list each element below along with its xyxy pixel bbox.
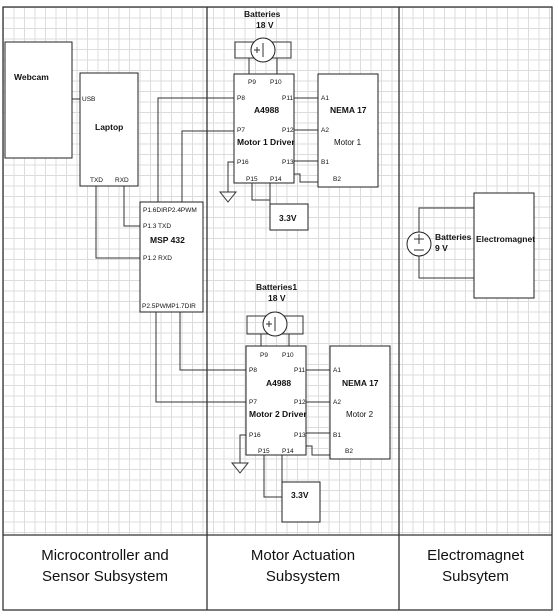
driver1-p8: P8 [237, 95, 245, 102]
regulator1-label: 3.3V [279, 213, 297, 223]
section-title-line1: Microcontroller and [41, 547, 169, 564]
driver1-box [233, 73, 295, 184]
battery-18v-icon [234, 37, 292, 63]
battery1-label: Batteries [244, 9, 281, 19]
driver2-p12: P12 [294, 399, 306, 406]
laptop-rxd-pin: RXD [115, 177, 129, 184]
section-microcontroller: Microcontroller and Sensor Subsystem [4, 545, 206, 587]
motor2-name: Motor 2 [346, 410, 374, 419]
driver2-p11: P11 [294, 367, 305, 374]
msp-txd-pin: P1.3 TXD [143, 223, 171, 230]
outer-frame [2, 6, 553, 611]
battery3-label: Batteries [435, 232, 472, 242]
section-title-line2: Subsystem [265, 568, 341, 585]
battery-9v-icon [406, 231, 432, 257]
wires [72, 58, 474, 498]
laptop-box [79, 72, 139, 187]
section-title-line1: Motor Actuation [250, 547, 356, 564]
driver1-p14: P14 [270, 176, 282, 183]
driver2-part: A4988 [266, 378, 291, 388]
electromagnet-label: Electromagnet [476, 234, 535, 244]
motor1-a1: A1 [321, 95, 329, 102]
msp-rxd-pin: P1.2 RXD [143, 255, 172, 262]
motor1-box [317, 73, 379, 188]
msp-top-pins: P1.6DIRP2.4PWM [143, 207, 197, 214]
driver2-p8: P8 [249, 367, 257, 374]
driver2-p14: P14 [282, 448, 294, 455]
section-title-line1: Electromagnet [427, 547, 524, 564]
driver2-p13: P13 [294, 432, 306, 439]
motor1-a2: A2 [321, 127, 329, 134]
motor1-b2: B2 [333, 176, 341, 183]
section-electromagnet: Electromagnet Subsytem [400, 545, 551, 587]
driver2-p15: P15 [258, 448, 270, 455]
electromagnet-box [473, 192, 535, 299]
driver1-name: Motor 1 Driver [237, 137, 295, 147]
motor2-model: NEMA 17 [342, 378, 379, 388]
battery-18v-icon [246, 311, 304, 337]
section-motor-actuation: Motor Actuation Subsystem [208, 545, 398, 587]
regulator1-box [269, 203, 309, 231]
regulator2-box [281, 481, 321, 523]
motor1-name: Motor 1 [334, 138, 362, 147]
driver1-p16: P16 [237, 159, 249, 166]
msp432-box [139, 201, 204, 313]
driver1-p11: P11 [282, 95, 293, 102]
battery2-voltage: 18 V [268, 293, 286, 303]
webcam-label: Webcam [14, 72, 49, 82]
driver1-p10: P10 [270, 79, 282, 86]
driver1-p7: P7 [237, 127, 245, 134]
driver1-p12: P12 [282, 127, 294, 134]
motor2-b1: B1 [333, 432, 341, 439]
battery1-voltage: 18 V [256, 20, 274, 30]
motor2-box [329, 345, 391, 460]
motor1-b1: B1 [321, 159, 329, 166]
battery3-voltage: 9 V [435, 243, 448, 253]
section-title-line2: Subsytem [442, 568, 509, 585]
msp-label: MSP 432 [150, 235, 185, 245]
motor1-model: NEMA 17 [330, 105, 367, 115]
driver2-name: Motor 2 Driver [249, 409, 307, 419]
laptop-txd-pin: TXD [90, 177, 103, 184]
motor2-a1: A1 [333, 367, 341, 374]
driver2-p7: P7 [249, 399, 257, 406]
ground-icon [230, 462, 250, 474]
driver2-box [245, 345, 307, 456]
battery2-label: Batteries1 [256, 282, 297, 292]
driver2-p10: P10 [282, 352, 294, 359]
driver2-p16: P16 [249, 432, 261, 439]
laptop-usb-pin: USB [82, 96, 95, 103]
driver1-p9: P9 [248, 79, 256, 86]
laptop-label: Laptop [95, 122, 123, 132]
regulator2-label: 3.3V [291, 490, 309, 500]
msp-bottom-pins: P2.5PWMP1.7DIR [142, 303, 196, 310]
driver2-p9: P9 [260, 352, 268, 359]
driver1-part: A4988 [254, 105, 279, 115]
motor2-b2: B2 [345, 448, 353, 455]
section-title-line2: Sensor Subsystem [42, 568, 168, 585]
webcam-box [4, 41, 73, 159]
motor2-a2: A2 [333, 399, 341, 406]
driver1-p13: P13 [282, 159, 294, 166]
ground-icon [218, 191, 238, 203]
driver1-p15: P15 [246, 176, 258, 183]
